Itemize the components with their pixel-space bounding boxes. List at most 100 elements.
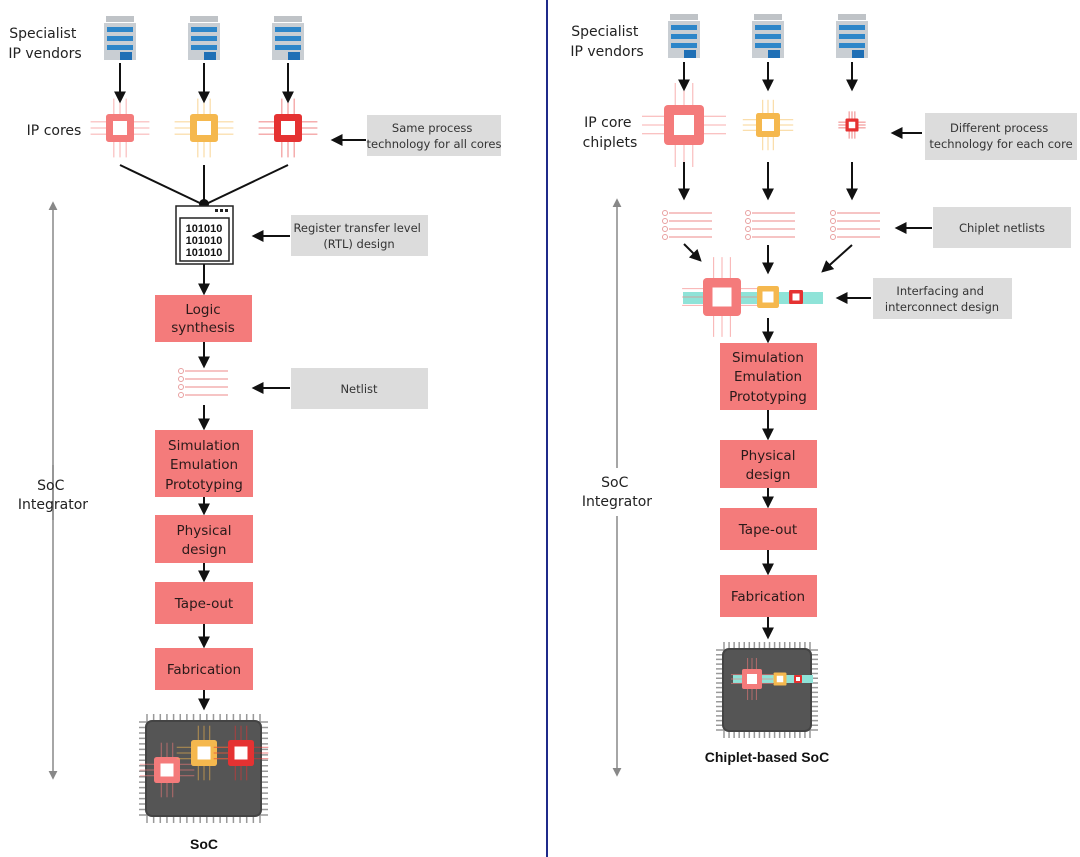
- step-fabrication: [155, 648, 253, 690]
- note-interfacing-text: Interfacing and interconnect design: [885, 284, 999, 314]
- note-rtl: [291, 215, 428, 256]
- binary-line: 101010: [186, 223, 223, 235]
- arrow: [821, 244, 853, 273]
- note-line: Register transfer level: [293, 221, 420, 235]
- step-text: Tape-out: [174, 596, 233, 612]
- label-line: Integrator: [18, 497, 88, 513]
- netlist-icon: [662, 210, 712, 240]
- note-different-process-text: Different process technology for each co…: [929, 121, 1072, 151]
- step-tape-out-right: [720, 508, 817, 550]
- chiplet-orange: [742, 99, 794, 151]
- left-vendors-label: Specialist IP vendors: [8, 26, 81, 62]
- step-text: Simulation: [168, 438, 240, 454]
- step-simulation-right: [720, 343, 817, 410]
- label-line: IP vendors: [570, 44, 643, 60]
- label-line: IP vendors: [8, 46, 81, 62]
- step-text: Emulation: [170, 457, 238, 473]
- merge-line: [203, 164, 289, 206]
- step-text: Prototyping: [165, 477, 243, 493]
- soc-chiplet-pink: [731, 658, 773, 700]
- note-different-process: [925, 113, 1077, 160]
- chiplet-soc-icon: [716, 642, 818, 738]
- step-text: Simulation: [732, 350, 804, 366]
- note-netlist-text: Netlist: [340, 382, 378, 396]
- ip-core-chip-orange: [174, 98, 234, 158]
- step-physical-design-right: [720, 440, 817, 488]
- right-cores-label: IP core chiplets: [583, 115, 638, 151]
- step-text: Logic: [185, 302, 220, 318]
- label-line: SoC: [37, 478, 64, 494]
- netlist-icon: [745, 210, 795, 240]
- step-text: Fabrication: [167, 662, 241, 678]
- label-line: Specialist: [9, 26, 77, 42]
- netlist-icon: [178, 368, 228, 398]
- step-text: Prototyping: [729, 389, 807, 405]
- note-interfacing: [873, 278, 1012, 319]
- server-building-icon: [668, 14, 700, 58]
- step-physical-design: [155, 515, 253, 563]
- label-line: Integrator: [582, 494, 652, 510]
- note-chiplet-netlists: [933, 207, 1071, 248]
- netlist-icon: [830, 210, 880, 240]
- step-text: Tape-out: [738, 522, 797, 538]
- label-line: Specialist: [571, 24, 639, 40]
- note-line: Same process: [392, 121, 472, 135]
- ip-core-chip-pink: [90, 98, 150, 158]
- note-rtl-text: Register transfer level (RTL) design: [293, 221, 424, 251]
- step-text: Physical: [741, 448, 796, 464]
- right-integrator-label: SoC Integrator: [582, 475, 652, 510]
- ip-core-chip-red: [258, 98, 318, 158]
- note-line: Interfacing and: [896, 284, 984, 298]
- server-building-icon: [104, 16, 136, 60]
- note-line: (RTL) design: [323, 237, 394, 251]
- label-line: IP core: [584, 115, 631, 131]
- chiplet-soc-label: Chiplet-based SoC: [705, 749, 829, 765]
- note-netlist: [291, 368, 428, 409]
- interconnect-chiplet-pink: [682, 257, 762, 337]
- step-text: Fabrication: [731, 589, 805, 605]
- server-building-icon: [752, 14, 784, 58]
- chiplet-red: [838, 111, 866, 139]
- soc-label: SoC: [190, 836, 218, 852]
- binary-line: 101010: [186, 247, 223, 259]
- note-chiplet-netlists-text: Chiplet netlists: [959, 221, 1045, 235]
- label-line: chiplets: [583, 135, 638, 151]
- right-vendors-label: Specialist IP vendors: [570, 24, 643, 60]
- soc-core-orange: [176, 725, 232, 781]
- step-text: synthesis: [171, 320, 235, 336]
- soc-core-red: [213, 725, 269, 781]
- note-same-process-text: Same process technology for all cores: [367, 121, 502, 151]
- soc-chiplet-orange: [773, 672, 787, 686]
- step-tape-out: [155, 582, 253, 624]
- step-fabrication-right: [720, 575, 817, 617]
- step-logic-synthesis: [155, 295, 252, 342]
- note-line: technology for each core: [929, 137, 1072, 151]
- server-building-icon: [836, 14, 868, 58]
- step-text: design: [182, 542, 227, 558]
- step-text: Emulation: [734, 369, 802, 385]
- binary-line: 101010: [186, 235, 223, 247]
- note-line: Different process: [950, 121, 1048, 135]
- chiplet-pink: [642, 83, 726, 167]
- arrow: [683, 243, 702, 262]
- note-same-process: [367, 115, 501, 156]
- step-text: Physical: [177, 523, 232, 539]
- soc-chiplet-red: [794, 675, 802, 683]
- merge-line: [119, 164, 205, 206]
- label-line: SoC: [601, 475, 628, 491]
- note-line: interconnect design: [885, 300, 999, 314]
- server-building-icon: [272, 16, 304, 60]
- left-integrator-label: SoC Integrator: [18, 478, 88, 513]
- left-cores-label: IP cores: [27, 123, 82, 139]
- soc-core-pink: [139, 742, 195, 798]
- note-line: technology for all cores: [367, 137, 502, 151]
- server-building-icon: [188, 16, 220, 60]
